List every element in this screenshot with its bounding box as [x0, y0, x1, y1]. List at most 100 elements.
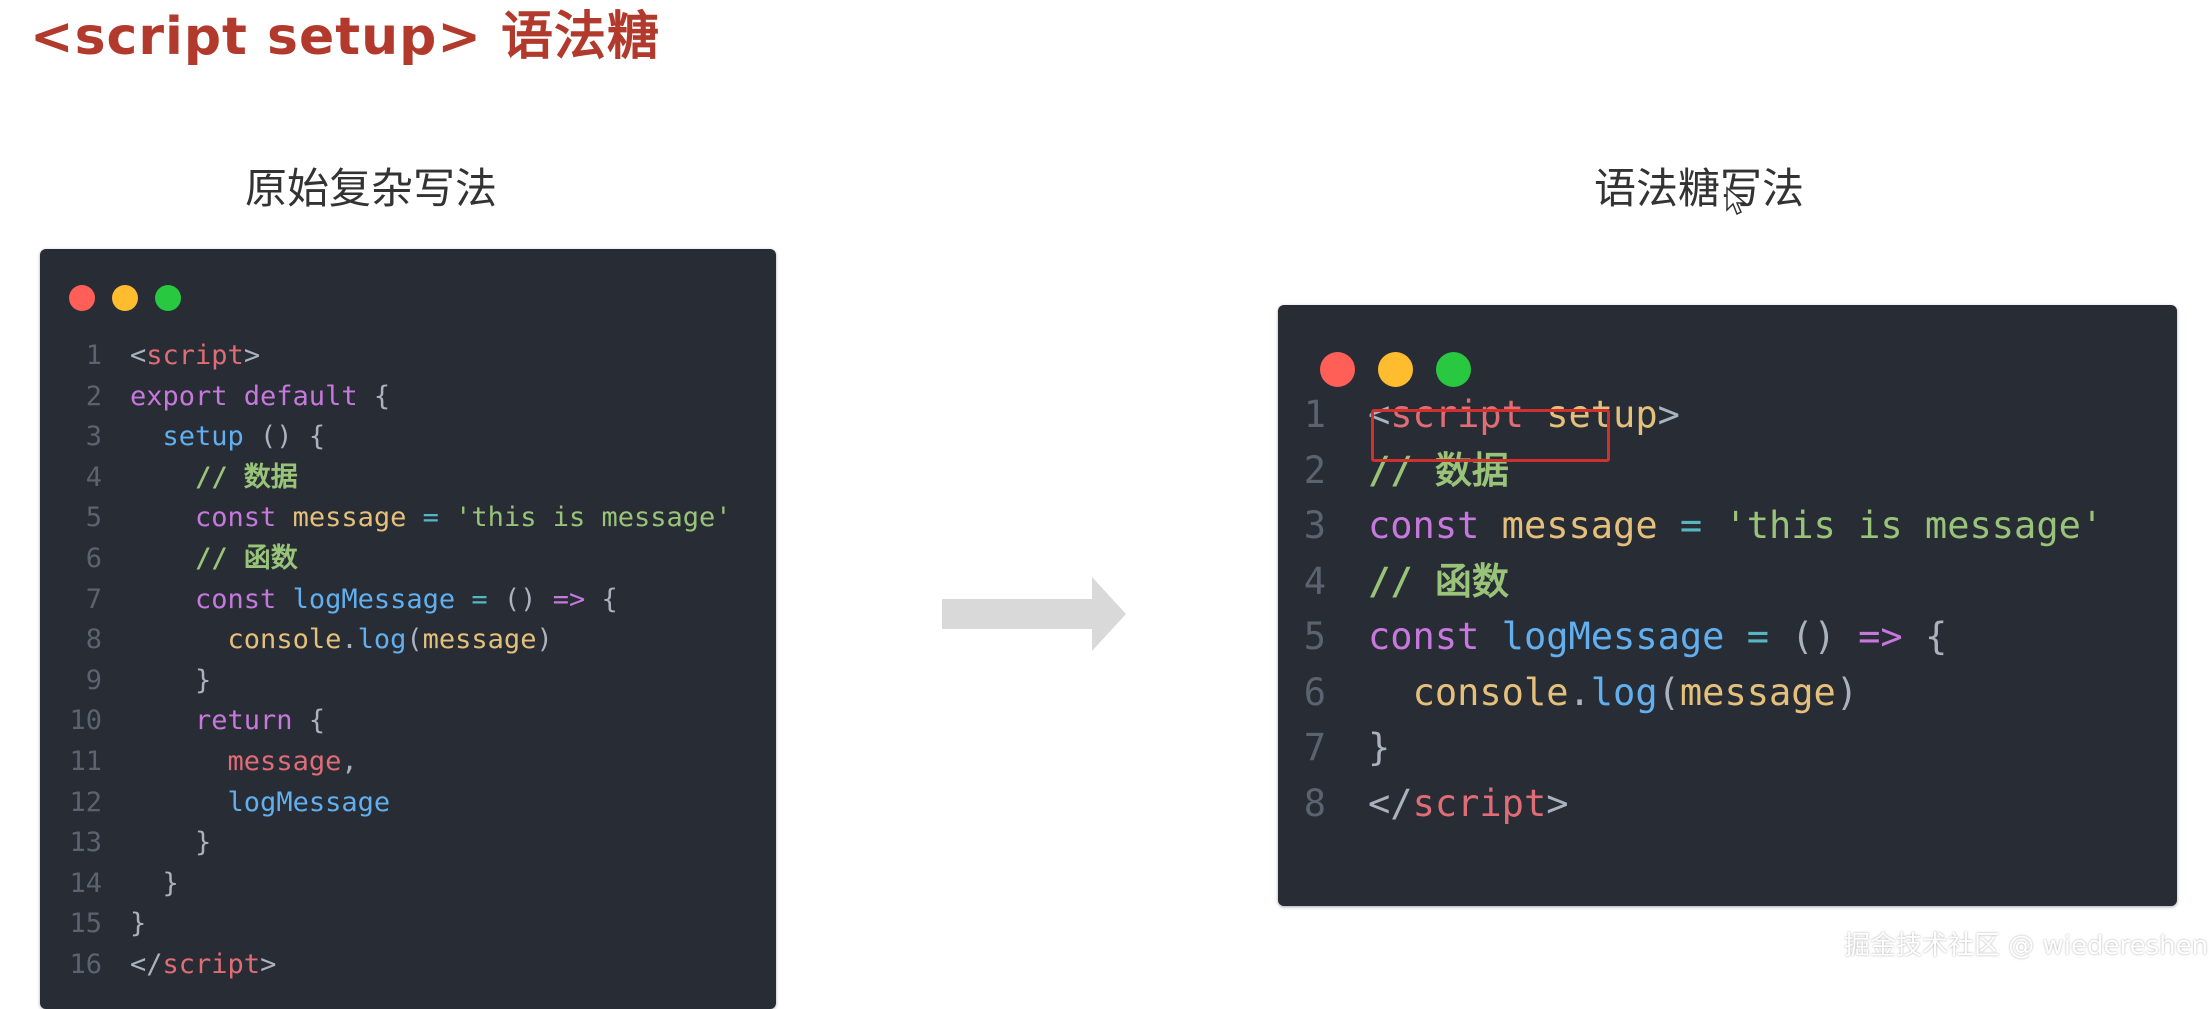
code-line: 10 return {: [40, 701, 732, 742]
sugar-syntax-label: 语法糖写法: [1594, 164, 1805, 213]
minimize-dot-icon: [1378, 352, 1413, 387]
code-token: </: [1368, 781, 1413, 825]
code-text: }: [130, 904, 146, 945]
code-line: 5 const message = 'this is message': [40, 498, 732, 539]
line-number: 10: [69, 705, 102, 737]
code-token: // 函数: [195, 542, 298, 574]
slide-title: <script setup> 语法糖: [30, 7, 660, 67]
line-number: 14: [69, 867, 102, 899]
line-number: 15: [69, 908, 102, 940]
code-text: }: [130, 661, 211, 702]
code-token: [130, 462, 195, 493]
code-text: setup () {: [130, 417, 326, 458]
code-text: export default {: [130, 377, 390, 418]
code-line: 5 const logMessage = () => {: [1278, 609, 2103, 665]
code-text: <script setup>: [1368, 387, 1680, 443]
code-line: 4 // 数据: [40, 458, 732, 499]
line-number: 8: [85, 624, 102, 656]
code-token: <: [130, 340, 147, 371]
code-text: message,: [130, 742, 358, 783]
code-text: }: [130, 864, 179, 905]
line-number: 7: [1303, 726, 1326, 769]
code-token: =: [1679, 504, 1703, 547]
maximize-dot-icon: [155, 285, 181, 311]
code-token: [1658, 504, 1680, 547]
code-token: script: [1390, 393, 1524, 436]
code-text: const logMessage = () => {: [1368, 609, 1947, 665]
close-dot-icon: [1320, 352, 1355, 387]
code-token: setup: [162, 421, 244, 453]
code-line: 7 const logMessage = () => {: [40, 580, 732, 621]
code-token: [1368, 671, 1413, 714]
code-token: .: [341, 624, 358, 656]
code-token: }: [130, 827, 212, 859]
line-number: 11: [69, 745, 102, 777]
code-line: 2// 数据: [1278, 443, 2103, 499]
code-text: const logMessage = () => {: [130, 580, 618, 621]
code-text: const message = 'this is message': [1368, 498, 2103, 554]
code-token: >: [1657, 393, 1680, 436]
code-text: // 函数: [130, 539, 298, 580]
code-token: [130, 543, 195, 574]
code-token: const: [195, 502, 277, 534]
code-line: 14 }: [40, 864, 732, 905]
code-token: (: [406, 624, 423, 656]
mouse-cursor-icon: [1726, 186, 1747, 216]
script-setup-highlight: [1371, 409, 1610, 462]
line-number: 1: [1303, 393, 1326, 436]
line-number: 9: [85, 664, 102, 696]
code-token: [130, 584, 195, 615]
code-token: =: [471, 583, 488, 615]
code-line: 1<script>: [40, 336, 732, 377]
window-controls: [1320, 352, 1471, 387]
code-text: return {: [130, 701, 325, 742]
code-token: // 函数: [1368, 559, 1509, 603]
code-token: // 数据: [195, 461, 298, 493]
line-number: 6: [1303, 670, 1326, 714]
code-token: >: [243, 340, 261, 371]
code-token: message: [227, 745, 342, 777]
code-token: const: [1368, 504, 1480, 547]
code-token: message: [1679, 670, 1836, 714]
code-token: [1479, 615, 1501, 658]
close-dot-icon: [69, 285, 95, 311]
code-token: {: [357, 380, 391, 412]
code-text: // 数据: [130, 458, 298, 499]
code-token: [439, 502, 455, 533]
code-token: [1702, 504, 1724, 547]
code-token: ): [1835, 670, 1859, 714]
code-token: }: [1368, 726, 1391, 769]
line-number: 3: [85, 421, 102, 453]
code-token: script: [1412, 781, 1547, 825]
window-controls: [69, 285, 181, 311]
code-token: (): [487, 583, 553, 615]
code-token: script: [162, 948, 261, 980]
code-token: export default: [130, 380, 358, 412]
code-line: 9 }: [40, 661, 732, 702]
line-number: 1: [85, 340, 102, 371]
code-token: [406, 502, 422, 533]
code-token: [130, 787, 228, 818]
right-arrow-icon: [942, 577, 1126, 651]
code-line: 1 <script setup>: [1278, 387, 2103, 443]
code-token: =: [1746, 615, 1769, 658]
line-number: 12: [69, 786, 102, 818]
code-token: const: [1368, 615, 1480, 658]
code-token: .: [1568, 670, 1591, 714]
code-text: // 函数: [1368, 554, 1509, 610]
code-token: (: [1657, 670, 1680, 714]
code-line: 6 // 函数: [40, 539, 732, 580]
original-syntax-label: 原始复杂写法: [245, 164, 498, 213]
line-number: 5: [1303, 615, 1326, 658]
line-number: 3: [1303, 504, 1326, 547]
code-token: 'this is message': [455, 502, 732, 534]
code-token: const: [195, 583, 277, 615]
sugar-code-window: 1 <script setup>2// 数据 3 const message = 't…: [1278, 305, 2177, 906]
code-token: (): [1769, 615, 1859, 658]
line-number: 16: [69, 948, 102, 980]
code-line: 3 setup () {: [40, 417, 732, 458]
code-token: ): [536, 624, 553, 656]
code-token: message: [292, 502, 407, 534]
code-token: 'this is message': [1724, 504, 2104, 547]
code-line: 7}: [1278, 720, 2103, 776]
